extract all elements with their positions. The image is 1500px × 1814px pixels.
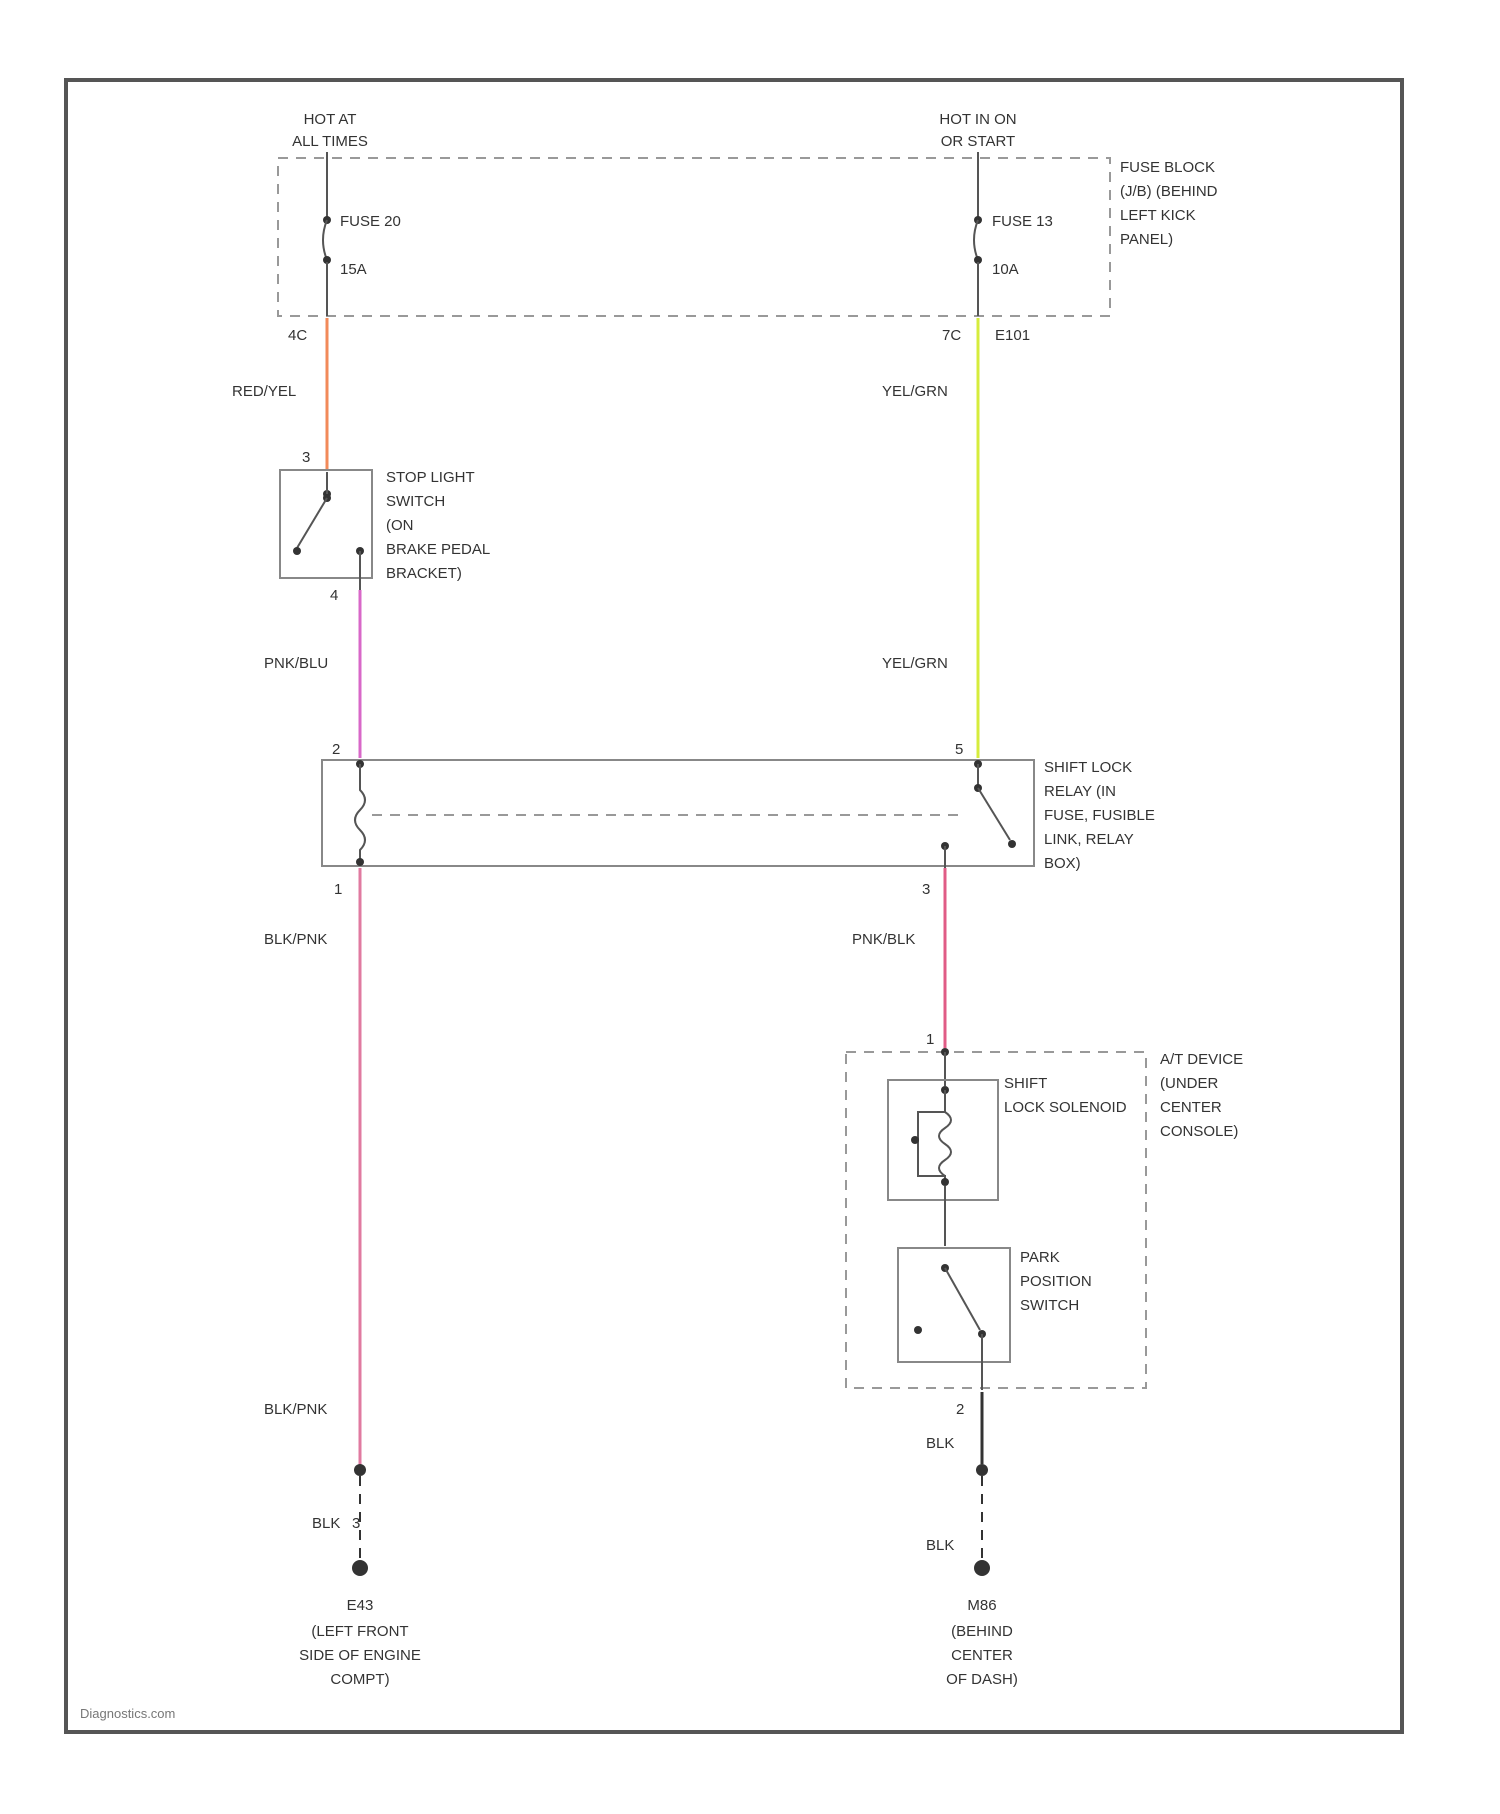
relay-contact-blade	[978, 788, 1010, 840]
stop-light-switch-label-3: (ON	[386, 517, 414, 534]
ground-right-location-2: CENTER	[951, 1647, 1013, 1664]
solenoid-terminal-side	[911, 1136, 919, 1144]
power-left-line2: ALL TIMES	[292, 133, 368, 150]
stop-light-switch-label-2: SWITCH	[386, 493, 445, 510]
shift-lock-relay-label-5: BOX)	[1044, 855, 1081, 872]
shift-lock-relay-label-3: FUSE, FUSIBLE	[1044, 807, 1155, 824]
solenoid-label-1: SHIFT	[1004, 1075, 1047, 1092]
shift-lock-relay: 2 5 1 3 SHIFT LOCK RELAY (IN FUSE, FUSIB…	[322, 741, 1155, 898]
stop-light-switch: 3 4 STOP LIGHT SWITCH (ON BRAKE PEDAL BR…	[280, 449, 490, 604]
shift-lock-relay-box	[322, 760, 1034, 866]
watermark: Diagnostics.com	[80, 1706, 175, 1721]
ground-left-location-3: COMPT)	[330, 1671, 389, 1688]
relay-coil-terminal-bottom	[356, 858, 364, 866]
park-switch-label-2: POSITION	[1020, 1273, 1092, 1290]
ground-left: BLK 3 E43 (LEFT FRONT SIDE OF ENGINE COM…	[299, 1464, 421, 1688]
solenoid-terminal-bottom	[941, 1178, 949, 1186]
ground-right-location-3: OF DASH)	[946, 1671, 1018, 1688]
wire-label-pnk-blu: PNK/BLU	[264, 655, 328, 672]
ground-left-splice	[354, 1464, 366, 1476]
ground-right-symbol	[974, 1560, 990, 1576]
shift-lock-relay-label-1: SHIFT LOCK	[1044, 759, 1132, 776]
park-switch-label-3: SWITCH	[1020, 1297, 1079, 1314]
wire-label-blk-pnk-top: BLK/PNK	[264, 931, 327, 948]
fuse-right-element	[974, 220, 978, 260]
power-left-line1: HOT AT	[304, 111, 357, 128]
ground-right-id: M86	[967, 1597, 996, 1614]
relay-contact-end	[1008, 840, 1016, 848]
park-switch-contact-open	[914, 1326, 922, 1334]
stop-light-switch-pin-in: 3	[302, 449, 310, 466]
power-label-left: HOT AT ALL TIMES	[292, 111, 368, 150]
power-label-right: HOT IN ON OR START	[939, 111, 1016, 150]
diagram-frame	[66, 80, 1402, 1732]
solenoid-label-2: LOCK SOLENOID	[1004, 1099, 1127, 1116]
shift-lock-relay-pin-3: 3	[922, 881, 930, 898]
ground-right: BLK BLK M86 (BEHIND CENTER OF DASH)	[926, 1392, 1018, 1688]
ground-left-location-2: SIDE OF ENGINE	[299, 1647, 421, 1664]
wire-label-blk-pnk-bottom: BLK/PNK	[264, 1401, 327, 1418]
shift-lock-relay-label-2: RELAY (IN	[1044, 783, 1116, 800]
shift-lock-relay-pin-5: 5	[955, 741, 963, 758]
stop-light-switch-label-1: STOP LIGHT	[386, 469, 475, 486]
fuse-block-outline	[278, 158, 1110, 316]
stop-light-switch-blade	[297, 498, 327, 548]
shift-lock-relay-pin-2: 2	[332, 741, 340, 758]
at-device-label-3: CENTER	[1160, 1099, 1222, 1116]
fuse-block-label-1: FUSE BLOCK	[1120, 159, 1215, 176]
at-device: A/T DEVICE (UNDER CENTER CONSOLE) 1 2 SH…	[846, 1031, 1243, 1418]
fuse-right-rating: 10A	[992, 261, 1019, 278]
park-position-switch-box	[898, 1248, 1010, 1362]
fuse-left-pin: 4C	[288, 327, 307, 344]
stop-light-switch-label-5: BRACKET)	[386, 565, 462, 582]
relay-coil	[355, 764, 365, 862]
at-device-label-1: A/T DEVICE	[1160, 1051, 1243, 1068]
at-device-label-4: CONSOLE)	[1160, 1123, 1238, 1140]
wire-label-red-yel: RED/YEL	[232, 383, 296, 400]
ground-right-splice	[976, 1464, 988, 1476]
park-switch-label-1: PARK	[1020, 1249, 1060, 1266]
solenoid-loop	[918, 1090, 945, 1182]
ground-right-location-1: (BEHIND	[951, 1623, 1013, 1640]
solenoid-coil	[939, 1112, 951, 1176]
wire-label-yel-grn-top: YEL/GRN	[882, 383, 948, 400]
shift-lock-relay-pin-1: 1	[334, 881, 342, 898]
wire-label-pnk-blk: PNK/BLK	[852, 931, 915, 948]
at-device-pin-bottom: 2	[956, 1401, 964, 1418]
fuse-right-name: FUSE 13	[992, 213, 1053, 230]
wire-label-blk-right-1: BLK	[926, 1435, 954, 1452]
stop-light-switch-contact-open	[293, 547, 301, 555]
ground-left-location-1: (LEFT FRONT	[311, 1623, 408, 1640]
fuse-right-pin: 7C	[942, 327, 961, 344]
wire-label-blk-right-2: BLK	[926, 1537, 954, 1554]
at-device-pin-top: 1	[926, 1031, 934, 1048]
power-right-line2: OR START	[941, 133, 1015, 150]
ground-left-id: E43	[347, 1597, 374, 1614]
stop-light-switch-pin-out: 4	[330, 587, 338, 604]
power-right-line1: HOT IN ON	[939, 111, 1016, 128]
park-switch-blade	[945, 1268, 980, 1330]
fuse-left-element	[323, 220, 327, 260]
fuse-block-label-4: PANEL)	[1120, 231, 1173, 248]
ground-left-splice-id: 3	[352, 1515, 360, 1532]
shift-lock-relay-label-4: LINK, RELAY	[1044, 831, 1134, 848]
ground-left-symbol	[352, 1560, 368, 1576]
wire-label-yel-grn-mid: YEL/GRN	[882, 655, 948, 672]
at-device-label-2: (UNDER	[1160, 1075, 1218, 1092]
wire-label-blk-left: BLK	[312, 1515, 340, 1532]
fuse-right-connector: E101	[995, 327, 1030, 344]
fuse-block-label-2: (J/B) (BEHIND	[1120, 183, 1218, 200]
fuse-block: FUSE BLOCK (J/B) (BEHIND LEFT KICK PANEL…	[278, 152, 1218, 344]
stop-light-switch-label-4: BRAKE PEDAL	[386, 541, 490, 558]
fuse-block-label-3: LEFT KICK	[1120, 207, 1196, 224]
fuse-left-rating: 15A	[340, 261, 367, 278]
fuse-left-name: FUSE 20	[340, 213, 401, 230]
